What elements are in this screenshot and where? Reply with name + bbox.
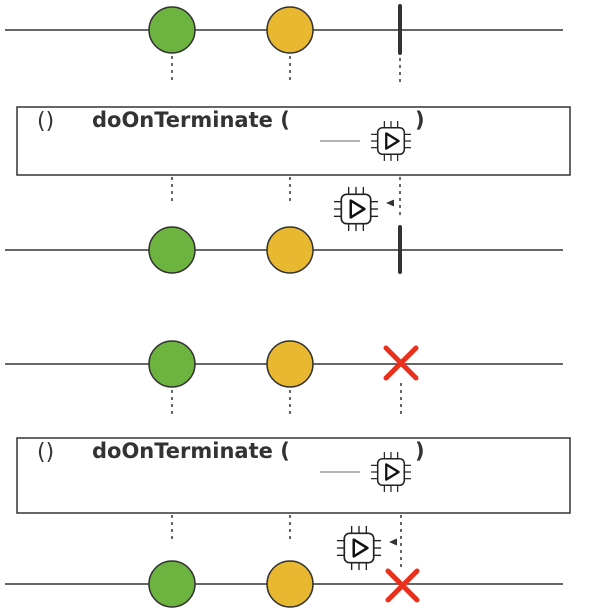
source-item-yellow — [266, 6, 314, 54]
result-item-green — [148, 226, 196, 274]
side-effect-arrow-icon — [389, 538, 397, 546]
error-x-icon — [383, 345, 419, 381]
source-item-yellow — [266, 340, 314, 388]
error-x-icon — [385, 568, 420, 603]
operator-open-paren: () — [37, 109, 54, 134]
side-effect-arrow-icon — [386, 199, 394, 207]
operator-close-paren: ) — [415, 108, 425, 132]
operator-box — [16, 106, 571, 176]
panel-error: () doOnTerminate ( ) — [5, 340, 571, 608]
panel-complete: () doOnTerminate ( ) — [5, 4, 571, 274]
result-item-green — [148, 560, 196, 608]
result-item-yellow — [266, 226, 314, 274]
operator-close-paren: ) — [415, 439, 425, 463]
runnable-chip-icon — [332, 185, 380, 233]
source-item-green — [148, 340, 196, 388]
operator-open-paren: () — [37, 440, 54, 465]
operator-box — [16, 437, 571, 514]
operator-name: doOnTerminate ( — [92, 439, 290, 463]
runnable-chip-icon — [335, 524, 383, 572]
result-item-yellow — [266, 560, 314, 608]
operator-name: doOnTerminate ( — [92, 108, 290, 132]
source-item-green — [148, 6, 196, 54]
